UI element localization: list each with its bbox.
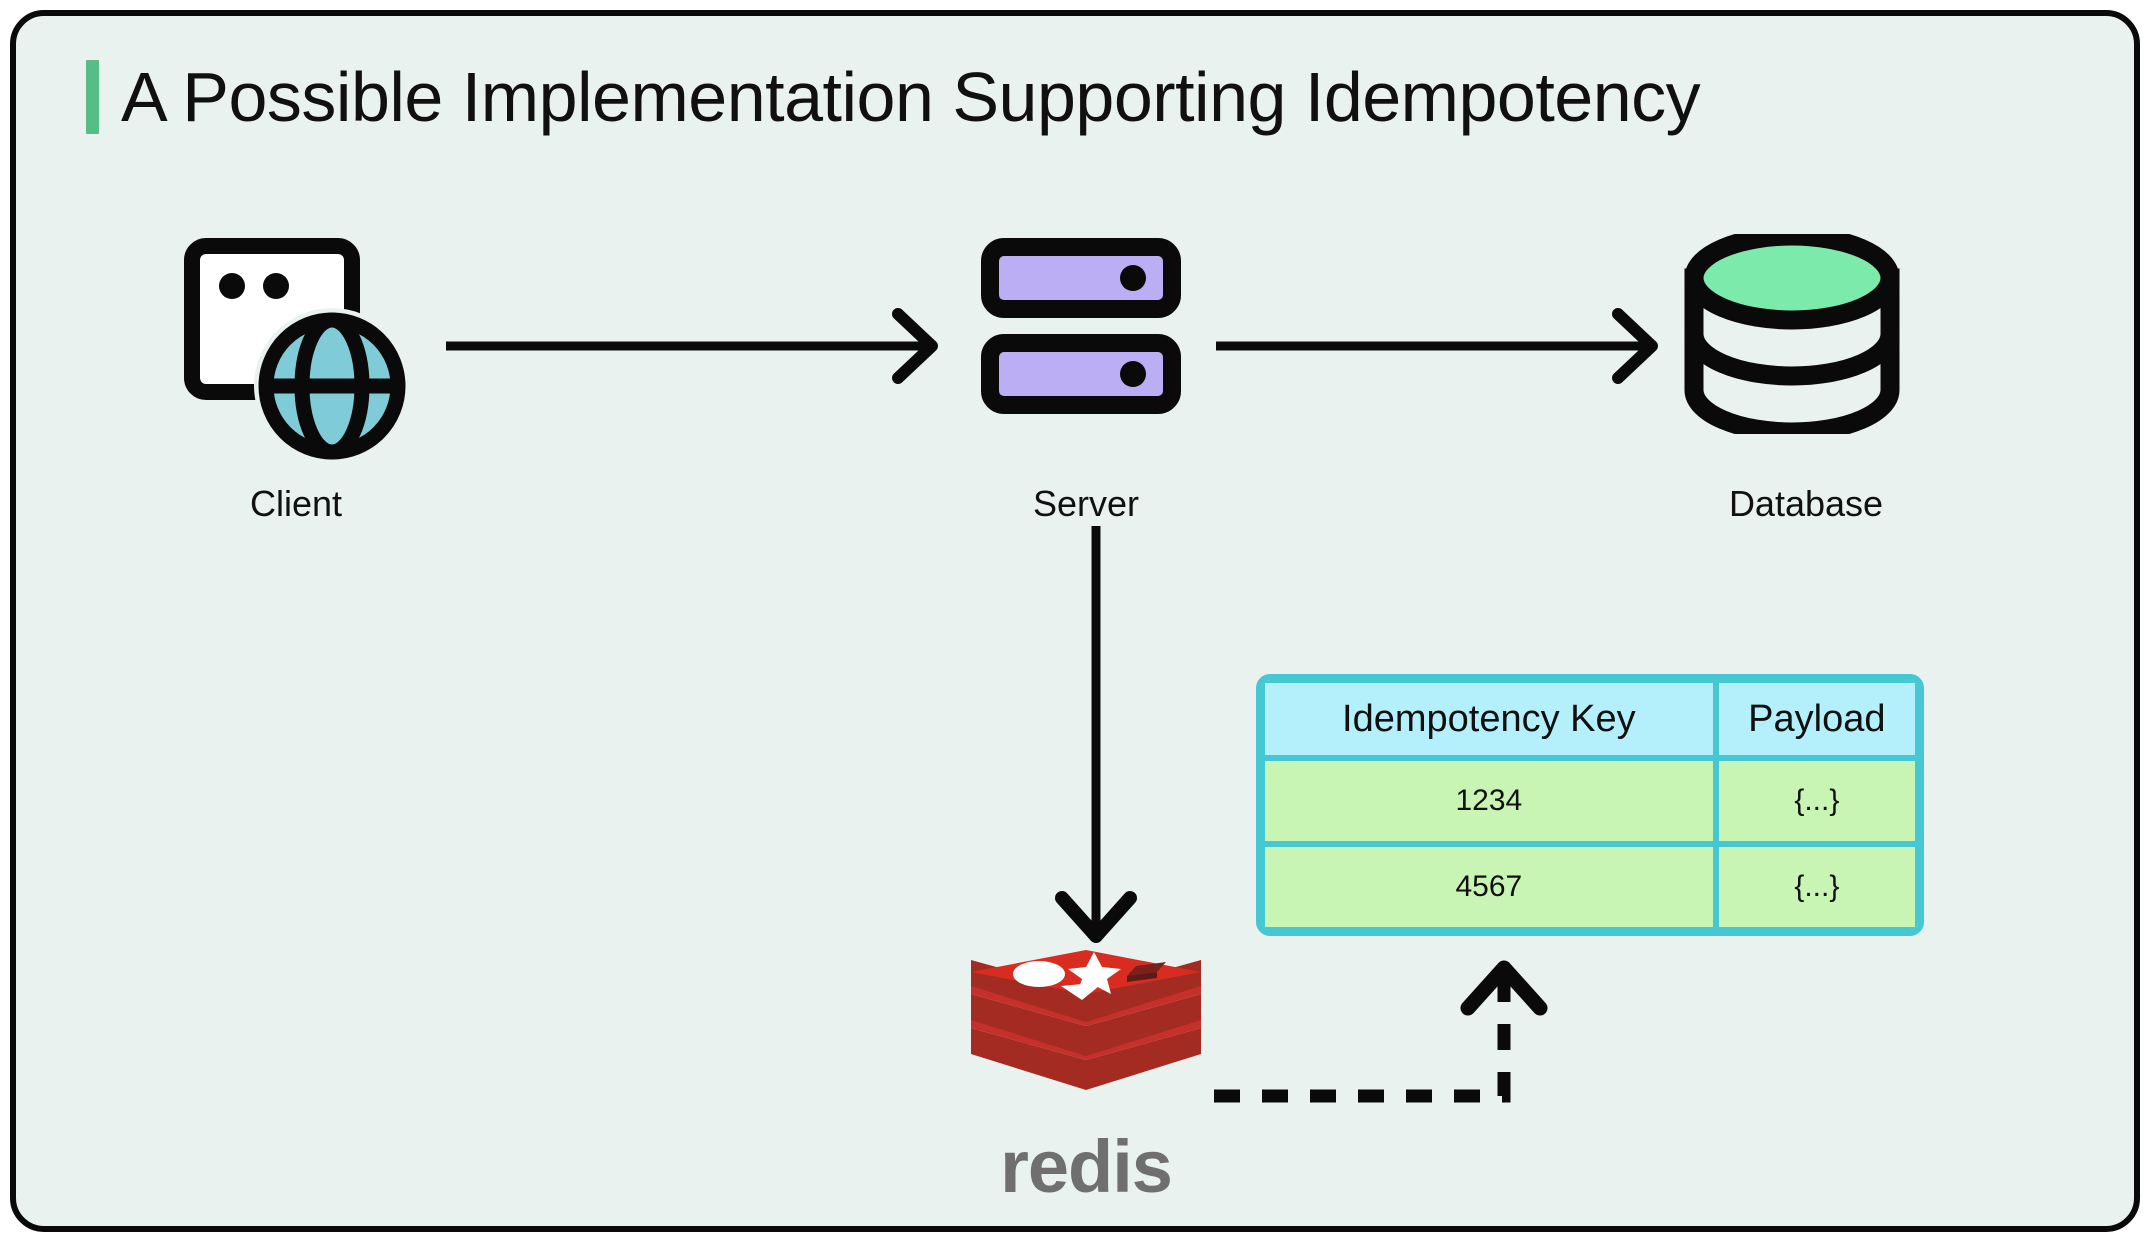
cell-key: 4567	[1262, 844, 1716, 930]
diagram-canvas: A Possible Implementation Supporting Ide…	[10, 10, 2140, 1232]
arrow-client-to-server	[446, 308, 938, 384]
page-title: A Possible Implementation Supporting Ide…	[86, 52, 1701, 142]
node-label-server: Server	[1032, 483, 1140, 524]
redis-logo-icon: redis	[961, 948, 1211, 1218]
arrow-server-to-database	[1216, 308, 1658, 384]
table-header-row: Idempotency Key Payload	[1262, 680, 1918, 758]
node-label-database: Database	[1728, 483, 1884, 524]
table-row: 4567 {...}	[1262, 844, 1918, 930]
column-header-payload: Payload	[1715, 680, 1918, 758]
browser-globe-icon	[184, 238, 430, 464]
table-row: 1234 {...}	[1262, 758, 1918, 844]
arrow-redis-to-table-dashed	[1214, 960, 1548, 1103]
cell-payload: {...}	[1715, 758, 1918, 844]
server-rack-icon	[981, 238, 1181, 418]
column-header-idempotency-key: Idempotency Key	[1262, 680, 1716, 758]
page-title-text: A Possible Implementation Supporting Ide…	[121, 58, 1701, 136]
node-label-client: Client	[249, 483, 343, 524]
arrow-server-to-redis	[1055, 526, 1137, 943]
title-accent-bar	[86, 60, 99, 134]
cell-payload: {...}	[1715, 844, 1918, 930]
idempotency-key-table: Idempotency Key Payload 1234 {...} 4567 …	[1256, 674, 1924, 936]
cell-key: 1234	[1262, 758, 1716, 844]
database-cylinder-icon	[1681, 226, 1903, 442]
redis-wordmark: redis	[1000, 1125, 1173, 1208]
